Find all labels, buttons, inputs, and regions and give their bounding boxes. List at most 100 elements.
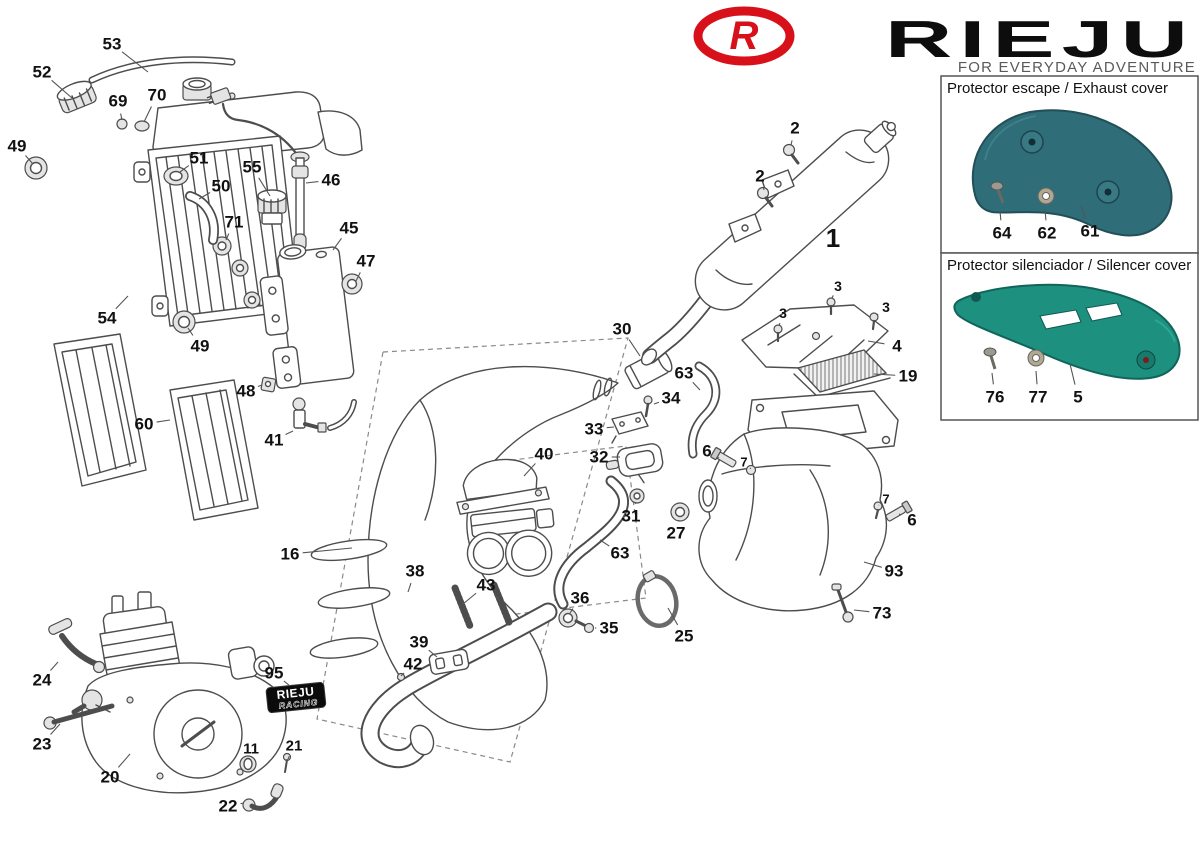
expansion-chamber [309, 365, 619, 731]
part-label-38: 38 [405, 561, 425, 581]
part-label-45: 45 [339, 218, 359, 238]
sticker-line2: RACING [278, 697, 318, 711]
valve-group-outline [447, 445, 647, 621]
cover-washer [1027, 349, 1045, 367]
part-label-1: 1 [825, 223, 841, 253]
part-label-62: 62 [1037, 223, 1057, 243]
part-label-53: 53 [102, 34, 122, 54]
part-label-21: 21 [285, 737, 303, 755]
part-label-49: 49 [7, 136, 27, 156]
mount-bushing [558, 608, 595, 634]
part-label-48: 48 [236, 381, 256, 401]
airbox-bolt [710, 447, 737, 468]
radiator-louvers [53, 333, 259, 521]
part-label-46: 46 [321, 170, 341, 190]
part-label-39: 39 [409, 632, 429, 652]
gear-lever [242, 783, 284, 812]
lid-screw [773, 324, 783, 343]
muffler-screw [756, 186, 774, 208]
muffler-tip [863, 120, 897, 154]
small-screw [282, 752, 292, 773]
lid-screw [826, 297, 836, 316]
solenoid-box [605, 443, 664, 484]
part-label-95: 95 [264, 663, 284, 683]
spring [490, 581, 513, 626]
cover-washer [1037, 187, 1055, 205]
exhaust-group-outline [316, 337, 629, 763]
part-label-40: 40 [534, 444, 554, 464]
overflow-joint [116, 118, 128, 130]
part-label-63: 63 [610, 543, 630, 563]
part-label-69: 69 [108, 91, 128, 111]
mount-collar [309, 637, 379, 659]
part-label-60: 60 [134, 414, 154, 434]
part-label-54: 54 [97, 308, 117, 328]
part-label-47: 47 [356, 251, 376, 271]
part-label-71: 71 [224, 212, 244, 232]
brand-tagline: FOR EVERYDAY ADVENTURE [958, 59, 1196, 76]
part-label-41: 41 [264, 430, 284, 450]
overflow-nipple [134, 120, 150, 132]
part-label-23: 23 [32, 734, 52, 754]
drain-spout [831, 583, 854, 623]
tank-cap [257, 189, 287, 225]
part-label-42: 42 [403, 654, 423, 674]
mount-collar [317, 587, 391, 609]
lid-screw [869, 312, 879, 331]
part-label-34: 34 [661, 388, 681, 408]
nut [583, 622, 595, 634]
exhaust-valve-assembly [456, 458, 555, 577]
silencer-cover-photo [953, 283, 1181, 380]
drain-clip [260, 376, 277, 393]
part-label-50: 50 [211, 176, 231, 196]
inset-silencer-cover: Protector silenciador / Silencer cover [940, 252, 1199, 421]
valve-bracket [611, 411, 649, 444]
part-label-3: 3 [779, 305, 787, 321]
part-label-19: 19 [898, 366, 918, 386]
expansion-tank-assembly [206, 87, 363, 433]
intake-flange [698, 479, 718, 513]
part-label-11: 11 [243, 740, 259, 758]
muffler [640, 120, 897, 366]
inset-title: Protector escape / Exhaust cover [947, 80, 1168, 97]
part-label-2: 2 [755, 166, 765, 186]
part-label-4: 4 [892, 336, 902, 356]
radiator-grommets [24, 156, 261, 334]
front-pipe [360, 602, 558, 768]
part-label-25: 25 [674, 626, 694, 646]
part-label-2: 2 [790, 118, 800, 138]
part-label-22: 22 [218, 796, 238, 816]
inset-exhaust-cover: Protector escape / Exhaust cover [940, 75, 1199, 254]
valve-screw [643, 395, 653, 418]
part-label-73: 73 [872, 603, 892, 623]
part-label-93: 93 [884, 561, 904, 581]
part-label-27: 27 [666, 523, 686, 543]
cover-screw [983, 347, 997, 370]
part-label-77: 77 [1028, 387, 1048, 407]
expansion-tank [259, 244, 355, 389]
airbox-assembly [698, 297, 913, 623]
part-label-43: 43 [476, 575, 496, 595]
hose-clamp [635, 570, 679, 629]
part-label-33: 33 [584, 419, 604, 439]
exhaust-cover-photo [971, 109, 1173, 237]
part-label-24: 24 [32, 670, 52, 690]
logo-r: R [730, 14, 759, 58]
kickstart-lever [48, 618, 106, 674]
inset-title: Protector silenciador / Silencer cover [947, 257, 1191, 274]
part-label-16: 16 [280, 544, 300, 564]
brand-name: RIEJU [885, 11, 1195, 69]
brand-logo: R RIEJU FOR EVERYDAY ADVENTURE [693, 6, 1196, 76]
part-label-55: 55 [242, 157, 262, 177]
part-label-76: 76 [985, 387, 1005, 407]
muffler-bracket [728, 213, 762, 243]
part-label-61: 61 [1080, 221, 1100, 241]
part-label-35: 35 [599, 618, 619, 638]
part-label-30: 30 [612, 319, 632, 339]
crankcase [71, 646, 287, 794]
part-label-6: 6 [702, 441, 712, 461]
engine-assembly: RIEJU RACING [43, 591, 327, 812]
part-label-31: 31 [621, 506, 641, 526]
